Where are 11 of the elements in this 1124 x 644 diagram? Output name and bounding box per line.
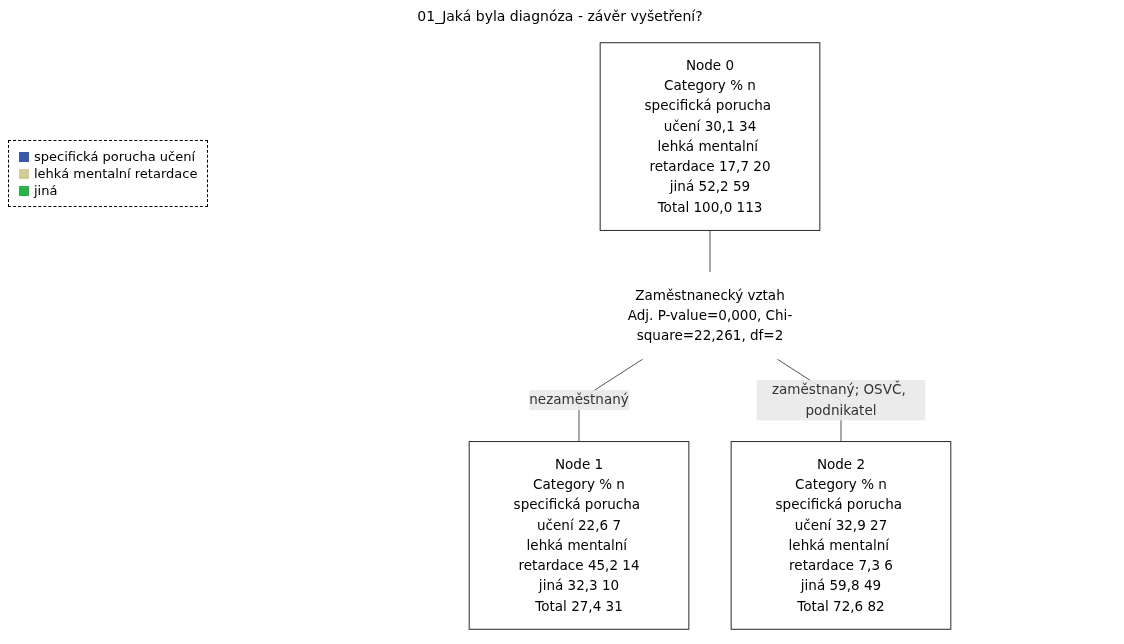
edge-label: zaměstnaný; OSVČ, podnikatel <box>771 381 906 418</box>
legend-label: specifická porucha učení <box>34 149 196 164</box>
legend-label: jiná <box>34 183 58 198</box>
node-box: Node 0 Category % n specifická porucha učení 30,1 34 lehká mentalní retardace 17,7 20 jiná 52,2 59 Total 100,0 113 <box>599 42 821 231</box>
node-box: Node 2 Category % n specifická porucha učení 32,9 27 lehká mentalní retardace 7,3 6 jiná 59,8 49 Total 72,6 82 <box>730 441 952 630</box>
connector <box>709 229 711 274</box>
node-text: Zaměstnanecký vztah Adj. P-value=0,000, Chi-square=22,261, df=2 <box>627 286 793 344</box>
legend-label: lehká mentalní retardace <box>34 166 198 181</box>
node-box: Node 1 Category % n specifická porucha učení 22,6 7 lehká mentalní retardace 45,2 14 jiná 32,3 10 Total 27,4 31 <box>468 441 690 630</box>
edge-label: nezaměstnaný <box>529 391 629 408</box>
diagram-title: 01_Jaká byla diagnóza - závěr vyšetření? <box>416 8 704 24</box>
